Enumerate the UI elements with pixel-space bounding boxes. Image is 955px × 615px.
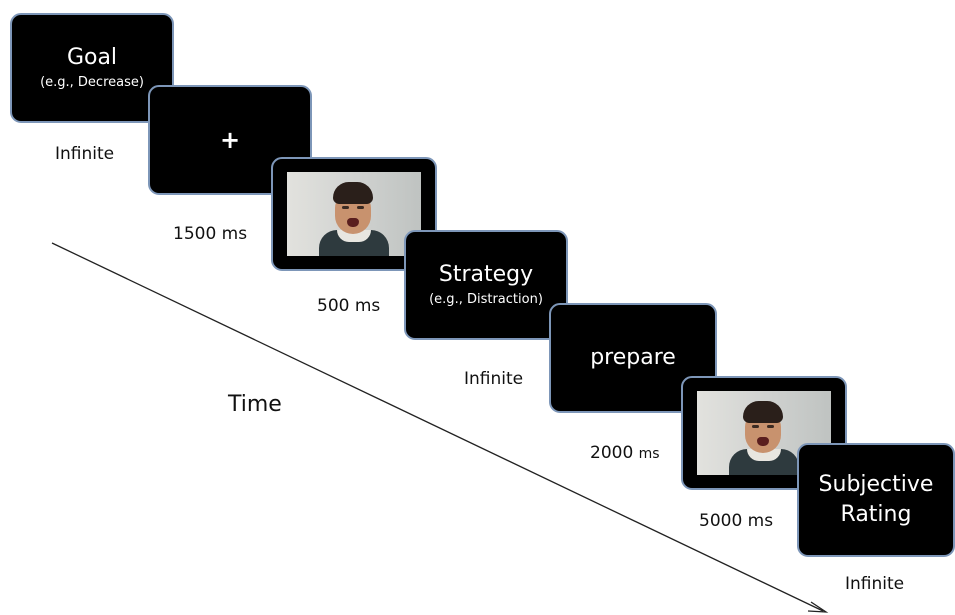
strategy-subtitle: (e.g., Distraction) [429, 292, 543, 307]
regulation-duration: 5000 ms [699, 511, 774, 531]
strategy-title: Strategy [438, 262, 534, 287]
time-arrow-line [51, 242, 824, 612]
crying-child-photo [287, 172, 421, 256]
picture-duration: 500 ms [317, 296, 381, 316]
goal-duration: Infinite [55, 144, 115, 164]
picture-screen [271, 157, 437, 271]
strategy-duration: Infinite [464, 369, 524, 389]
prepare-duration: 2000 ms [590, 443, 660, 463]
prepare-duration-value: 2000 [590, 443, 634, 463]
fixation-cross: + [219, 126, 241, 154]
time-axis-label: Time [228, 392, 282, 417]
goal-subtitle: (e.g., Decrease) [40, 75, 144, 90]
time-arrow-icon [807, 601, 829, 613]
strategy-screen: Strategy (e.g., Distraction) [404, 230, 568, 340]
prepare-screen: prepare [549, 303, 717, 413]
fixation-duration: 1500 ms [173, 224, 248, 244]
prepare-duration-unit: ms [638, 446, 660, 462]
rating-title: Subjective Rating [818, 472, 934, 527]
goal-title: Goal [66, 45, 118, 70]
rating-screen: Subjective Rating [797, 443, 955, 557]
rating-duration: Infinite [845, 574, 905, 594]
goal-screen: Goal (e.g., Decrease) [10, 13, 174, 123]
prepare-title: prepare [590, 345, 676, 370]
